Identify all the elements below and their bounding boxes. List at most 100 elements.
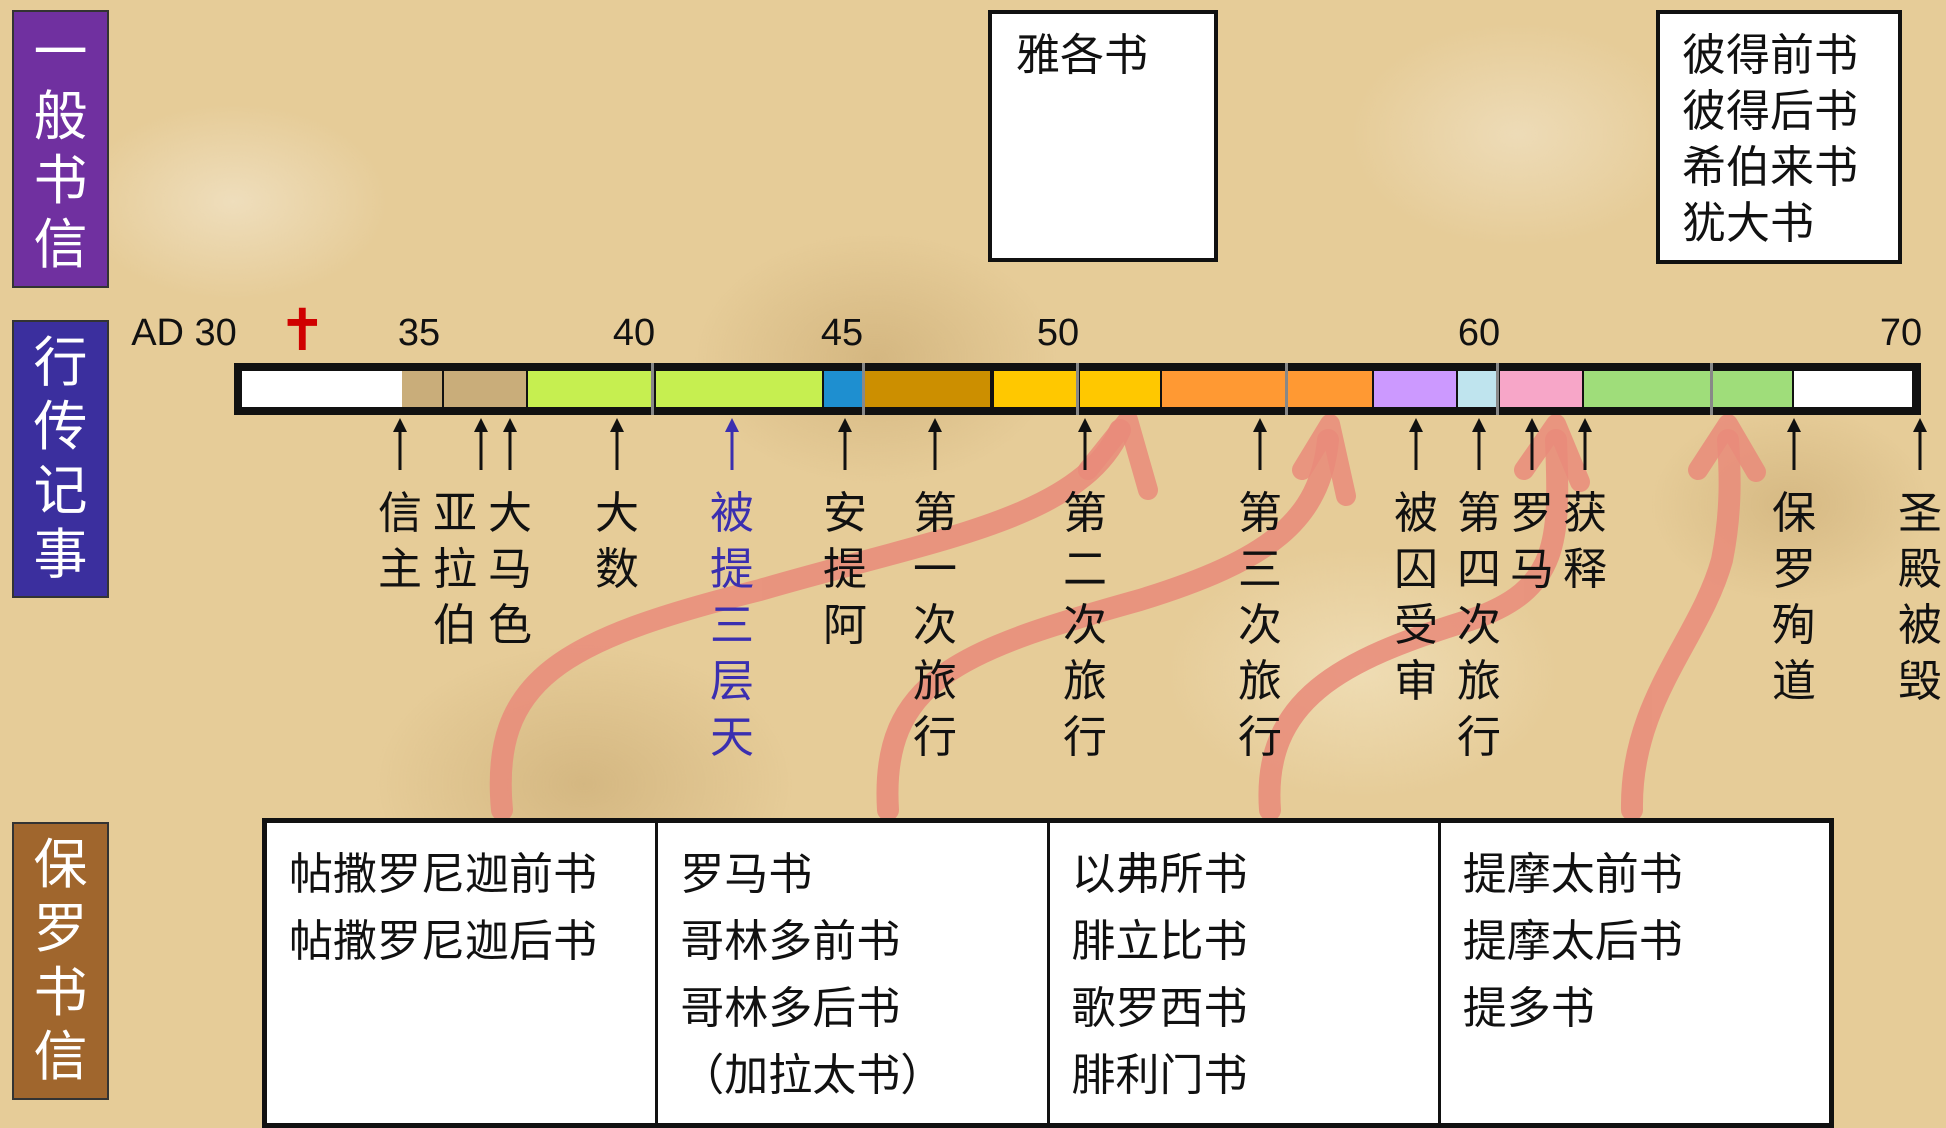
label-char: 行 — [33, 331, 88, 394]
year-50: 50 — [1036, 312, 1080, 354]
event-label-char: 马 — [488, 544, 532, 595]
event-label: 被囚受审 — [1390, 486, 1442, 710]
event-label-char: 数 — [595, 544, 639, 595]
event-arrow-icon — [610, 418, 624, 470]
timeline-tick — [1496, 363, 1499, 415]
event-label-char: 行 — [913, 712, 957, 763]
epistle-item: 犹大书 — [1682, 198, 1814, 249]
epistle-item: 以弗所书 — [1071, 849, 1248, 900]
event-label-char: 三 — [710, 600, 754, 651]
event-label-char: 次 — [1063, 600, 1107, 651]
event-label-char: 第 — [1457, 488, 1501, 539]
label-char: 事 — [33, 523, 88, 586]
timeline-tick — [1076, 363, 1079, 415]
year-45: 45 — [820, 312, 864, 354]
label-char: 一 — [33, 21, 88, 84]
event-label: 罗马 — [1506, 486, 1558, 598]
label-char: 记 — [33, 459, 88, 522]
flow-arrowhead-4 — [1688, 414, 1766, 482]
timeline-segment — [1374, 371, 1456, 407]
label-char: 书 — [33, 149, 88, 212]
epistle-item: 哥林多后书 — [680, 983, 901, 1034]
event-label-char: 第 — [1063, 488, 1107, 539]
event-label-char: 提 — [823, 544, 867, 595]
event-label-char: 道 — [1772, 656, 1816, 707]
timeline-segment — [656, 371, 822, 407]
acts-events-label: 行 传 记 事 — [12, 320, 109, 598]
epistle-james: 雅各书 — [1016, 30, 1148, 81]
flow-arrow-1 — [489, 419, 1131, 821]
general-epistles-label: 一 般 书 信 — [12, 10, 109, 288]
event-label: 第三次旅行 — [1234, 486, 1286, 766]
year-70: 70 — [1879, 312, 1923, 354]
epistle-item: 腓立比书 — [1071, 916, 1248, 967]
flow-arrow-2 — [876, 429, 1339, 821]
year-40: 40 — [612, 312, 656, 354]
event-label-char: 罗 — [1772, 544, 1816, 595]
event-arrow-icon — [474, 418, 488, 470]
epistle-group-4: 提摩太前书 提摩太后书 提多书 — [1441, 823, 1829, 1123]
flow-arrow-4 — [1620, 429, 1741, 821]
event-label-char: 受 — [1394, 600, 1438, 651]
timeline-tick — [1710, 363, 1713, 415]
event-label-char: 四 — [1457, 544, 1501, 595]
paul-epistles-table: 帖撒罗尼迦前书 帖撒罗尼迦后书 罗马书 哥林多前书 哥林多后书 （加拉太书） 以… — [262, 818, 1834, 1128]
event-label-char: 旅 — [1457, 656, 1501, 707]
epistle-item: 罗马书 — [680, 849, 813, 900]
epistle-group-2: 罗马书 哥林多前书 哥林多后书 （加拉太书） — [658, 823, 1050, 1123]
label-char: 书 — [33, 961, 88, 1024]
epistle-item: 提多书 — [1462, 983, 1595, 1034]
james-box: 雅各书 — [988, 10, 1218, 262]
epistle-item: 彼得前书 — [1682, 30, 1858, 81]
event-label: 信主 — [374, 486, 426, 598]
event-label: 安提阿 — [819, 486, 871, 654]
epistle-item: （加拉太书） — [680, 1050, 945, 1101]
event-arrow-icon — [1253, 418, 1267, 470]
event-arrow-icon — [1578, 418, 1592, 470]
event-label-char: 色 — [488, 600, 532, 651]
event-arrow-icon — [838, 418, 852, 470]
event-arrow-icon — [1409, 418, 1423, 470]
timeline-segment — [864, 371, 990, 407]
timeline-tick — [651, 363, 654, 415]
event-arrow-icon — [393, 418, 407, 470]
event-label: 大马色 — [484, 486, 536, 654]
label-char: 信 — [33, 213, 88, 276]
event-label-char: 提 — [710, 544, 754, 595]
flow-arrowhead-2 — [1292, 414, 1356, 506]
year-ad30: AD 30 — [131, 312, 237, 354]
event-label: 第四次旅行 — [1453, 486, 1505, 766]
event-label-char: 囚 — [1394, 544, 1438, 595]
year-35: 35 — [397, 312, 441, 354]
event-arrow-icon — [1525, 418, 1539, 470]
epistle-item: 希伯来书 — [1682, 142, 1858, 193]
event-label-char: 伯 — [433, 600, 477, 651]
timeline-segment — [1162, 371, 1286, 407]
label-char: 传 — [33, 395, 88, 458]
event-label-char: 主 — [378, 544, 422, 595]
event-arrow-icon — [503, 418, 517, 470]
event-label-char: 行 — [1238, 712, 1282, 763]
event-arrow-icon — [1787, 418, 1801, 470]
event-label-char: 第 — [1238, 488, 1282, 539]
event-label-char: 被 — [1394, 488, 1438, 539]
event-label: 保罗殉道 — [1768, 486, 1820, 710]
flow-arrowhead-1 — [1078, 410, 1158, 500]
later-epistles-box: 彼得前书 彼得后书 希伯来书 犹大书 — [1656, 10, 1902, 264]
event-arrow-icon — [928, 418, 942, 470]
timeline-segment — [1288, 371, 1372, 407]
label-char: 罗 — [33, 897, 88, 960]
epistle-item: 歌罗西书 — [1071, 983, 1248, 1034]
event-label-char: 行 — [1457, 712, 1501, 763]
event-label-char: 殿 — [1898, 544, 1942, 595]
event-label: 亚拉伯 — [429, 486, 481, 654]
event-label-char: 审 — [1394, 656, 1438, 707]
event-label-char: 第 — [913, 488, 957, 539]
event-label-char: 层 — [710, 656, 754, 707]
event-label-char: 大 — [595, 488, 639, 539]
timeline-segment — [528, 371, 654, 407]
event-label-char: 行 — [1063, 712, 1107, 763]
event-label: 圣殿被毁 — [1894, 486, 1946, 710]
epistle-item: 哥林多前书 — [680, 916, 901, 967]
